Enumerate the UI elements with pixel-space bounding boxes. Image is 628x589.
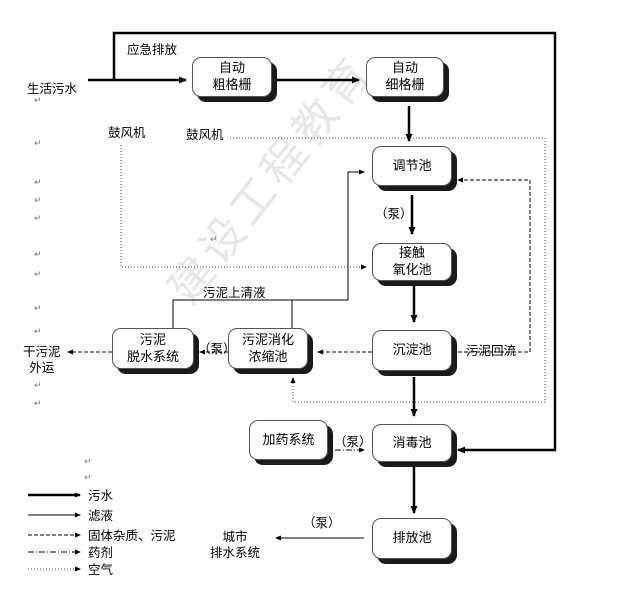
filtrate-flow-lines — [172, 169, 365, 541]
contact-oxidation-tank-box: 接触 氧化池 — [372, 243, 452, 281]
pump-label-dosing: （泵） — [334, 434, 372, 449]
sludge-flow-lines — [67, 177, 531, 355]
paragraph-mark: ↵ — [34, 139, 42, 149]
paragraph-mark: ↵ — [34, 214, 42, 224]
flow-sludge-return — [457, 177, 531, 353]
flow-supernatant-to-regulating — [172, 169, 365, 328]
flow-blower-2-air — [230, 137, 546, 403]
coarse-screen-box: 自动 粗格栅 — [192, 57, 272, 97]
paragraph-mark: ↵ — [34, 270, 42, 280]
paragraph-mark: ↵ — [34, 327, 42, 337]
discharge-tank-box: 排放池 — [372, 518, 452, 559]
paragraph-mark: ↵ — [34, 399, 42, 409]
legend-lines — [28, 492, 81, 572]
paragraph-mark: ↵ — [210, 235, 218, 245]
paragraph-mark: ↵ — [34, 250, 42, 260]
emergency-discharge-label: 应急排放 — [127, 42, 178, 57]
pump-label-regulating: （泵） — [375, 206, 413, 221]
paragraph-mark: ↵ — [34, 381, 42, 391]
sewage-flow-lines — [88, 31, 557, 514]
legend-sludge-label: 固体杂质、污泥 — [88, 528, 176, 543]
sedimentation-tank-box: 沉淀池 — [372, 330, 452, 371]
air-flow-lines — [120, 137, 546, 403]
pump-label-sludge: （泵） — [198, 341, 236, 356]
dosing-system-box: 加药系统 — [249, 420, 328, 460]
sludge-supernatant-label: 污泥上清液 — [203, 285, 266, 300]
blower-2-label: 鼓风机 — [186, 127, 224, 142]
legend-air-label: 空气 — [88, 562, 114, 577]
paragraph-mark: ↵ — [34, 196, 42, 206]
paragraph-mark: ↵ — [84, 457, 92, 467]
domestic-sewage-label: 生活污水 — [27, 81, 78, 96]
legend-sewage-label: 污水 — [88, 488, 114, 503]
paragraph-mark: ↵ — [84, 473, 92, 483]
sludge-return-label: 污泥回流 — [466, 343, 517, 358]
dry-sludge-label: 干污泥 外运 — [23, 344, 61, 375]
legend-chemicals-label: 药剂 — [88, 545, 114, 560]
legend-filtrate-label: 滤液 — [88, 508, 114, 523]
disinfection-tank-box: 消毒池 — [372, 424, 452, 462]
flow-emergency-bypass — [112, 31, 557, 454]
paragraph-mark: ↵ — [34, 304, 42, 314]
paragraph-mark: ↵ — [34, 96, 42, 106]
blower-1-label: 鼓风机 — [108, 125, 146, 140]
regulating-tank-box: 调节池 — [372, 146, 452, 186]
sludge-digestion-tank-box: 污泥消化 浓缩池 — [228, 328, 308, 369]
paragraph-mark: ↵ — [34, 178, 42, 188]
fine-screen-box: 自动 细格栅 — [366, 57, 444, 97]
flow-blower-1-air — [120, 145, 367, 270]
sludge-dewatering-box: 污泥 脱水系统 — [112, 328, 194, 369]
city-drainage-label: 城市 排水系统 — [210, 529, 261, 560]
pump-label-discharge: （泵） — [303, 515, 341, 530]
